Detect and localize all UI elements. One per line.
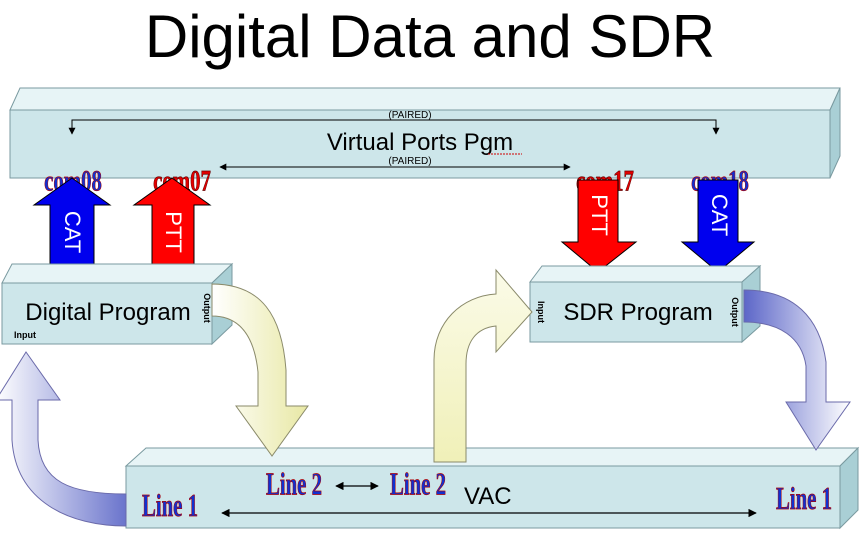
- sdr-program-label: SDR Program: [563, 299, 712, 326]
- vac-line2-a: Line 2: [266, 466, 322, 501]
- virtual-ports-label: Virtual Ports Pgm: [327, 129, 513, 156]
- digital-program-output: Output: [202, 293, 212, 323]
- paired-label-mid: (PAIRED): [388, 156, 431, 167]
- cat-arrow-right: [680, 179, 756, 273]
- cat-label-left: CAT: [60, 211, 85, 253]
- ptt-arrow-right: [560, 179, 638, 273]
- paired-label-top: (PAIRED): [388, 110, 431, 121]
- flow-arrow-vac-to-sdr: [433, 268, 533, 463]
- flow-arrow-digital-to-vac: [211, 283, 309, 457]
- sdr-program-input: Input: [536, 301, 546, 323]
- page-title: Digital Data and SDR: [144, 3, 716, 70]
- vac-line1-left: Line 1: [142, 488, 198, 523]
- ptt-label-right: PTT: [587, 194, 612, 236]
- cat-label-right: CAT: [707, 194, 732, 236]
- sdr-program-output: Output: [730, 297, 740, 327]
- paired-connector-top: [68, 119, 720, 135]
- vac-box: [124, 446, 860, 530]
- sdr-program-box: [529, 264, 762, 344]
- vac-label: VAC: [464, 483, 512, 510]
- ptt-label-left: PTT: [161, 211, 186, 253]
- digital-program-input: Input: [14, 330, 36, 340]
- vac-line2-b: Line 2: [390, 466, 446, 501]
- flow-arrow-sdr-to-vac: [743, 289, 851, 451]
- digital-program-label: Digital Program: [25, 299, 190, 326]
- flow-arrow-vac-to-digital: [0, 351, 127, 527]
- vac-line1-right: Line 1: [776, 481, 832, 516]
- digital-program-box: [1, 262, 234, 346]
